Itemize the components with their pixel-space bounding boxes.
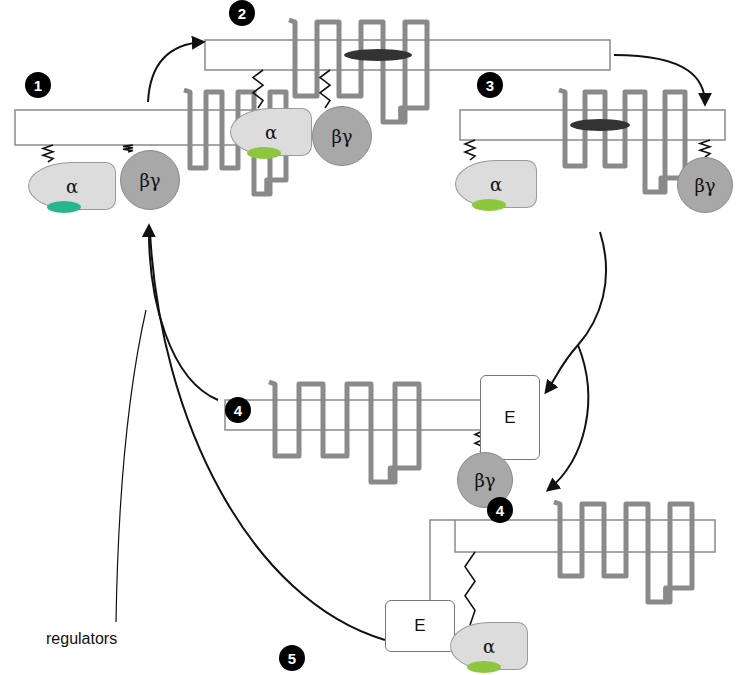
receptor-7tm	[554, 502, 692, 602]
g-alpha-subunit: α	[450, 622, 528, 670]
gdp-gtp-site	[47, 201, 81, 213]
step-number: 4	[225, 397, 251, 423]
step-number: 1	[25, 72, 51, 98]
lipid-anchor	[700, 140, 710, 157]
node-label: 5	[288, 650, 296, 667]
node-label: E	[414, 616, 425, 636]
step-number: 5	[279, 645, 305, 671]
lipid-anchor	[253, 70, 263, 108]
cycle-arrow	[548, 345, 588, 490]
lipid-anchor	[320, 70, 330, 108]
effector-box: E	[480, 375, 540, 460]
cycle-arrow	[614, 55, 705, 104]
cycle-arrow	[546, 232, 606, 392]
g-alpha-subunit: α	[455, 160, 537, 208]
node-label: βγ	[694, 175, 715, 196]
g-betagamma-subunit: βγ	[120, 150, 180, 210]
node-label: βγ	[139, 170, 160, 191]
node-label: E	[504, 408, 515, 428]
annotation-label: regulators	[46, 630, 117, 648]
step-number: 4	[487, 497, 513, 523]
step-number: 3	[477, 72, 503, 98]
regulator-line	[116, 310, 146, 622]
node-label: α	[66, 176, 78, 197]
g-alpha-subunit: α	[230, 108, 312, 156]
lipid-anchor	[465, 140, 475, 160]
ligand	[570, 119, 630, 131]
node-label: 2	[238, 5, 246, 22]
node-label: 4	[234, 402, 242, 419]
g-betagamma-subunit: βγ	[312, 106, 372, 166]
effector-box: E	[385, 600, 455, 652]
node-label: 3	[486, 77, 494, 94]
receptor-7tm	[559, 90, 685, 192]
gdp-gtp-site	[472, 199, 506, 211]
gdp-gtp-site	[247, 147, 281, 159]
membrane-edge	[430, 520, 455, 600]
cycle-arrow	[150, 232, 385, 640]
lipid-anchor	[465, 552, 475, 625]
node-label: α	[483, 636, 495, 657]
node-label: α	[490, 174, 502, 195]
cycle-arrow	[148, 42, 203, 102]
g-alpha-subunit: α	[28, 162, 116, 210]
ligand	[344, 49, 412, 61]
lipid-anchor	[43, 145, 53, 162]
step-number: 2	[229, 0, 255, 26]
node-label: 1	[34, 77, 42, 94]
node-label: βγ	[474, 470, 495, 491]
membrane	[455, 520, 715, 552]
node-label: α	[265, 122, 277, 143]
node-label: βγ	[331, 126, 352, 147]
node-label: 4	[496, 502, 504, 519]
g-betagamma-subunit: βγ	[677, 157, 733, 213]
receptor-7tm	[269, 382, 419, 482]
receptor-7tm	[289, 20, 427, 122]
gdp-gtp-site	[467, 661, 501, 673]
lipid-anchor	[123, 145, 133, 152]
